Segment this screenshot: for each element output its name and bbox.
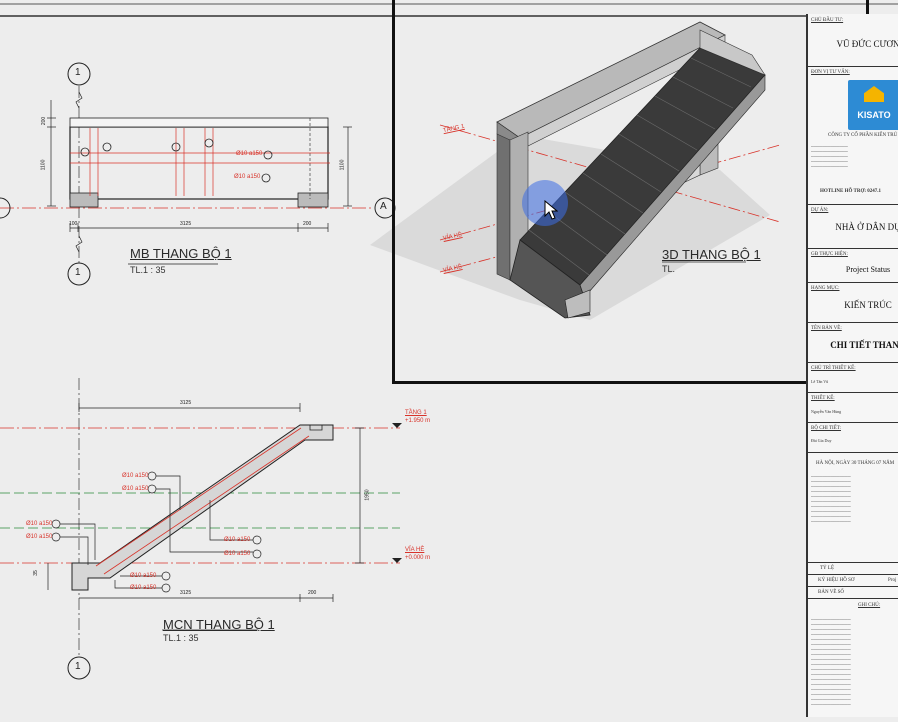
section-view-title[interactable]: MCN THANG BỘ 1 <box>163 617 275 632</box>
plan-view-scale: TL.1 : 35 <box>130 265 166 275</box>
grid-bubble-1-bottom <box>67 262 91 286</box>
3d-view-scale: TL. <box>662 264 676 274</box>
notes-text: ────────────────────────────────────────… <box>811 474 851 524</box>
file-value: Proj <box>888 578 897 583</box>
stage-label: GĐ THỰC HIỆN: <box>811 252 848 257</box>
grid-bubble-a <box>374 197 396 219</box>
rebar-label-section-7: Ø10 a150 <box>130 573 157 579</box>
rebar-label-section-3: Ø10 a150 <box>26 521 53 527</box>
level-top-value: +1.950 m <box>405 418 431 424</box>
dim-200-section: 200 <box>308 590 317 596</box>
scale-label: TỶ LỆ <box>820 566 835 571</box>
owner-label: CHỦ ĐẦU TƯ: <box>811 18 844 23</box>
sheet-label: BẢN VẼ SỐ <box>818 590 845 595</box>
level-bottom-value: +0.000 m <box>405 555 431 561</box>
hotline: HOTLINE HỖ TRỢ: 0247.1 <box>820 189 882 194</box>
stage-value: Project Status <box>845 265 891 274</box>
rebar-label-plan-2: Ø10 a150 <box>234 174 261 180</box>
rebar-label-plan-1: Ø10 a150 <box>236 151 263 157</box>
lead-name: Lê Tấn Vũ <box>811 379 829 384</box>
grid-label-1-top: 1 <box>75 67 81 78</box>
plan-view[interactable] <box>0 62 396 286</box>
dim-35: 35 <box>32 570 39 576</box>
grid-label-a: A <box>380 201 387 212</box>
company-logo: KISATO <box>848 80 898 130</box>
file-label: KÝ HIỆU HỒ SƠ <box>818 578 855 583</box>
date-line: HÀ NỘI, NGÀY 30 THÁNG 07 NĂM <box>816 461 895 466</box>
consultant-label: ĐƠN VỊ TƯ VẤN: <box>811 70 850 75</box>
plan-view-title[interactable]: MB THANG BỘ 1 <box>130 246 232 261</box>
3d-view-title[interactable]: 3D THANG BỘ 1 <box>662 247 761 262</box>
dim-3125-section-top: 3125 <box>180 400 192 406</box>
designer-name: Nguyễn Văn Hùng <box>811 409 842 414</box>
project-label: DỰ ÁN: <box>811 208 829 213</box>
dim-1950: 1950 <box>364 489 371 501</box>
grid-label-1-section: 1 <box>75 661 81 672</box>
note-label: GHI CHÚ: <box>858 603 881 608</box>
company-name: CÔNG TY CỔ PHẦN KIẾN TRÚ <box>828 133 898 138</box>
drafter-name: Đài Gia Duy <box>811 438 832 443</box>
drawing-label: TÊN BẢN VẼ: <box>811 326 842 331</box>
dim-3125-plan: 3125 <box>180 221 192 227</box>
general-notes: ────────────────────────────────────────… <box>811 617 851 707</box>
section-view-scale: TL.1 : 35 <box>163 633 199 643</box>
rebar-label-section-6: Ø10 a150 <box>224 551 251 557</box>
company-details: ────────────────────────────────────────… <box>811 144 848 169</box>
owner-value: VŨ ĐỨC CƯƠN <box>836 39 898 49</box>
category-label: HẠNG MỤC: <box>811 286 840 291</box>
dim-200-bottom: 200 <box>303 221 312 227</box>
mouse-cursor-icon <box>544 200 558 220</box>
grid-bubble-1-top <box>67 62 91 86</box>
dim-3125-section-bottom: 3125 <box>180 590 192 596</box>
drawing-value: CHI TIẾT THANG <box>830 340 898 350</box>
project-value: NHÀ Ở DÂN DỤ <box>835 222 898 232</box>
drafter-label: BỘ CHI TIẾT: <box>811 426 841 431</box>
rebar-label-section-8: Ø10 a150 <box>130 585 157 591</box>
level-bottom-name: VỈA HÈ <box>405 547 425 553</box>
level-top-name: TẦNG 1 <box>405 410 427 416</box>
dim-100: 100 <box>69 221 78 227</box>
3d-viewport[interactable] <box>370 21 781 320</box>
category-value: KIẾN TRÚC <box>844 300 892 310</box>
rebar-label-section-2: Ø10 a150 <box>122 486 149 492</box>
house-icon <box>864 86 884 102</box>
rebar-label-section-4: Ø10 a150 <box>26 534 53 540</box>
dim-200-left: 200 <box>41 116 48 126</box>
section-view[interactable] <box>0 378 402 680</box>
dim-1100: 1100 <box>40 159 47 171</box>
grid-label-1-bottom: 1 <box>75 267 81 278</box>
dim-1100-right: 1100 <box>339 159 346 171</box>
lead-label: CHỦ TRÌ THIẾT KẾ: <box>811 366 856 371</box>
rebar-label-section-5: Ø10 a150 <box>224 537 251 543</box>
designer-label: THIẾT KẾ: <box>811 396 835 401</box>
rebar-label-section-1: Ø10 a150 <box>122 473 149 479</box>
title-block: CHỦ ĐẦU TƯ: VŨ ĐỨC CƯƠN ĐƠN VỊ TƯ VẤN: K… <box>806 14 898 717</box>
